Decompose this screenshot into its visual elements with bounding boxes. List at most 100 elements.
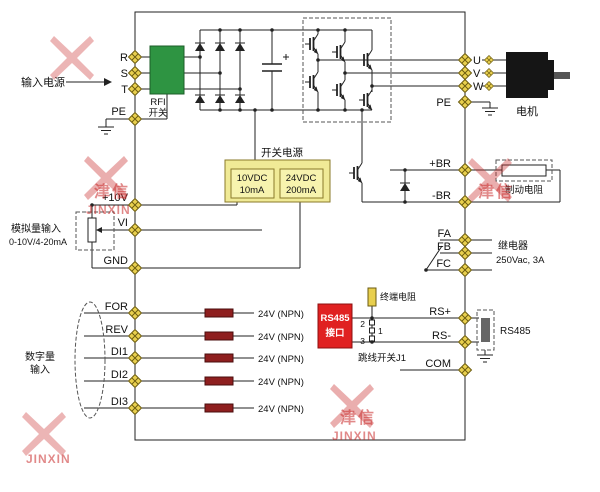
psu-200ma: 200mA	[286, 185, 317, 196]
motor-label: 电机	[516, 104, 538, 118]
igbt-inverter-bridge	[304, 33, 373, 111]
rfi-switch-label-2: 开关	[148, 107, 168, 119]
terminal-rsplus-icon	[458, 311, 472, 325]
jumper-label: 跳线开关J1	[358, 352, 406, 364]
terminal-gnd-icon	[128, 261, 142, 275]
input-power-label: 输入电源	[21, 75, 65, 89]
digital-input-resistors	[204, 308, 234, 413]
terminal-fb-icon	[458, 246, 472, 260]
analog-range-label: 0-10V/4-20mA	[9, 237, 67, 247]
terminal-fc-label: FC	[436, 258, 451, 270]
digital-input-label-1: 数字量	[25, 350, 55, 363]
terminal-rev-label: REV	[105, 324, 128, 336]
terminal-u-label: U	[473, 55, 481, 67]
npn-label-di2: 24V (NPN)	[258, 377, 304, 388]
terminal-r-icon	[128, 50, 142, 64]
npn-label-rev: 24V (NPN)	[258, 332, 304, 343]
terminal-s-label: S	[121, 68, 128, 80]
watermark-cn: 津信	[340, 408, 376, 427]
motor-lug-icon	[484, 55, 494, 65]
jumper-pin-1: 1	[378, 326, 383, 336]
terminal-brminus-label: -BR	[432, 190, 451, 202]
motor-lug-icon	[484, 68, 494, 78]
terminal-di1-label: DI1	[111, 346, 128, 358]
igbt-bridge-box	[302, 17, 392, 123]
terminal-rev-icon	[128, 329, 142, 343]
brake-resistor-box	[495, 159, 553, 182]
terminal-fc-icon	[458, 263, 472, 277]
npn-label-di3: 24V (NPN)	[258, 404, 304, 415]
rfi-filter-block	[149, 45, 185, 95]
terminal-rsminus-label: RS-	[432, 330, 451, 342]
terminal-v-label: V	[473, 68, 481, 80]
watermark-en: JINXIN	[332, 429, 377, 443]
rfi-switch-label-1: RFI	[150, 97, 165, 108]
terminal-pe-left-icon	[128, 112, 142, 126]
jumper-pin-2: 2	[360, 319, 365, 329]
npn-label-for: 24V (NPN)	[258, 309, 304, 320]
rs485-interface-block	[317, 303, 353, 349]
terminal-vi-icon	[128, 223, 142, 237]
termination-resistor-label: 终端电阻	[380, 291, 416, 302]
terminal-brplus-label: +BR	[429, 158, 451, 170]
terminal-di2-label: DI2	[111, 369, 128, 381]
terminal-for-icon	[128, 306, 142, 320]
psu-10ma: 10mA	[240, 185, 265, 196]
ground-icon	[97, 126, 115, 135]
relay-label: 继电器	[498, 239, 528, 252]
terminal-pe-left-label: PE	[111, 106, 126, 118]
rs485-connector-box	[476, 309, 495, 351]
brake-diode	[399, 182, 411, 192]
terminal-fa-label: FA	[438, 228, 452, 240]
terminal-for-label: FOR	[105, 301, 128, 313]
terminal-s-icon	[128, 66, 142, 80]
terminal-w-icon	[458, 79, 472, 93]
terminal-t-label: T	[121, 84, 128, 96]
brake-igbt	[348, 162, 363, 184]
rs485-plug	[481, 318, 490, 342]
jinxin-logo-icon	[22, 412, 66, 456]
terminal-com-label: COM	[425, 358, 451, 370]
analog-input-label: 模拟量输入	[11, 222, 61, 235]
terminal-di2-icon	[128, 374, 142, 388]
digital-input-label-2: 输入	[30, 363, 50, 376]
terminal-rsminus-icon	[458, 335, 472, 349]
brake-chopper	[361, 110, 465, 203]
watermark-en: JINXIN	[26, 452, 71, 466]
terminal-di1-icon	[128, 351, 142, 365]
rs485-box-label-1: RS485	[320, 313, 350, 324]
npn-label-di1: 24V (NPN)	[258, 354, 304, 365]
terminal-com-icon	[458, 363, 472, 377]
terminal-t-icon	[128, 82, 142, 96]
potentiometer-body	[87, 217, 97, 243]
rs485-port-label: RS485	[500, 326, 531, 337]
rs485-box-label-2: 接口	[325, 327, 344, 339]
input-power-arrow	[104, 78, 112, 86]
terminal-gnd-label: GND	[104, 255, 129, 267]
terminal-v-icon	[458, 66, 472, 80]
ground-icon	[481, 107, 499, 116]
motor-icon	[506, 52, 570, 98]
relay-rating-label: 250Vac, 3A	[496, 255, 545, 266]
terminal-fb-label: FB	[437, 241, 451, 253]
brake-resistor-label: 制动电阻	[505, 184, 544, 196]
terminal-rsplus-label: RS+	[429, 306, 451, 318]
jumper-j1-pins	[369, 319, 375, 342]
terminal-u-icon	[458, 53, 472, 67]
motor-lug-icon	[484, 81, 494, 91]
watermark-cn: 津信	[94, 182, 130, 201]
switching-power-supply	[224, 159, 331, 203]
dc-bus-capacitor	[262, 30, 289, 110]
terminal-di3-label: DI3	[111, 396, 128, 408]
terminal-vi-label: VI	[118, 217, 128, 229]
terminal-di3-icon	[128, 401, 142, 415]
terminal-fa-icon	[458, 233, 472, 247]
dashed-outlines	[74, 17, 553, 419]
digital-cable-bundle	[74, 301, 106, 419]
terminal-r-label: R	[120, 52, 128, 64]
terminal-pe-right-label: PE	[436, 97, 451, 109]
pot-wiper-arrow	[96, 227, 102, 233]
terminal-w-label: W	[473, 81, 484, 93]
